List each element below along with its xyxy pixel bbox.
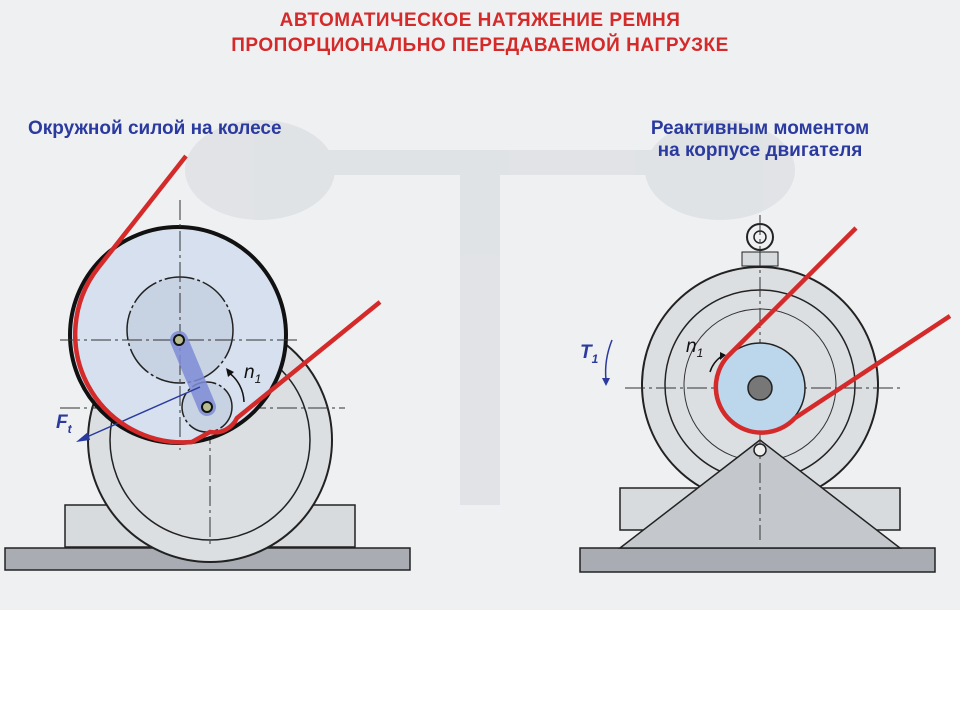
left-heading: Окружной силой на колесе <box>28 118 282 139</box>
right-speed-label: n1 <box>686 336 704 360</box>
title-line-1: АВТОМАТИЧЕСКОЕ НАТЯЖЕНИЕ РЕМНЯ <box>279 10 681 31</box>
right-heading: Реактивным моментом на корпусе двигателя <box>610 118 910 162</box>
right-heading-line-1: Реактивным моментом <box>650 118 870 139</box>
force-label: Ft <box>56 412 72 436</box>
torque-label: T1 <box>580 342 599 366</box>
right-motor <box>579 215 936 573</box>
left-speed-label: n1 <box>244 362 262 386</box>
right-heading-line-2: на корпусе двигателя <box>657 140 863 161</box>
left-belt <box>72 154 382 445</box>
left-motor <box>4 200 411 571</box>
title-line-2: ПРОПОРЦИОНАЛЬНО ПЕРЕДАВАЕМОЙ НАГРУЗКЕ <box>231 35 729 56</box>
right-belt <box>713 226 952 435</box>
